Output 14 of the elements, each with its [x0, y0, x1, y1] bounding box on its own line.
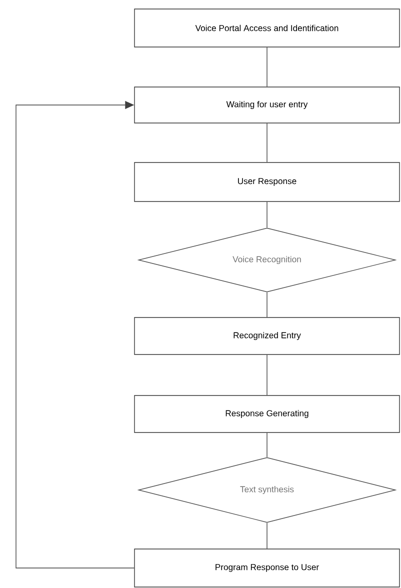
arrow	[16, 100, 134, 568]
connector-line	[266, 123, 268, 162]
connector-line	[266, 432, 268, 458]
process-box: Recognized Entry	[134, 317, 400, 355]
process-box: Voice Portal Access and Identification	[134, 8, 400, 48]
connector-line	[266, 47, 268, 87]
process-box: Waiting for user entry	[134, 86, 400, 124]
process-box: Program Response to User	[134, 548, 400, 588]
connector-line	[266, 522, 268, 549]
connector-line	[266, 292, 268, 318]
connector-line	[266, 202, 268, 228]
process-box: Response Generating	[134, 395, 400, 433]
connector-line	[266, 354, 268, 396]
process-box: User Response	[134, 162, 400, 202]
